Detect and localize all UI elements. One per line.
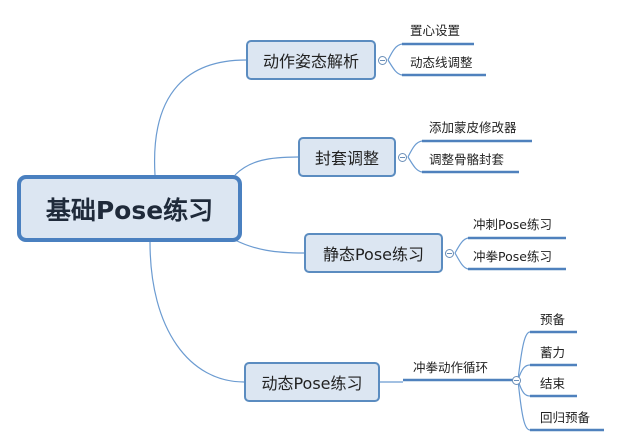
branch-label: 动作姿态解析 bbox=[262, 52, 359, 71]
connector-b3-c2 bbox=[454, 252, 469, 270]
collapse-minus-icon[interactable] bbox=[398, 153, 407, 162]
collapse-minus-icon[interactable] bbox=[512, 376, 521, 385]
connector-root-branch-4 bbox=[149, 241, 245, 383]
connector-b1-c2 bbox=[387, 59, 403, 76]
connector-b3-c1 bbox=[454, 237, 469, 254]
branch-node-2[interactable]: 封套调整 bbox=[298, 137, 396, 177]
leaf-node[interactable]: 添加蒙皮修改器 bbox=[429, 120, 517, 135]
root-label: 基础Pose练习 bbox=[45, 195, 214, 225]
branch-node-3[interactable]: 静态Pose练习 bbox=[304, 233, 443, 273]
leaf-node[interactable]: 冲刺Pose练习 bbox=[473, 217, 552, 232]
branch-label: 封套调整 bbox=[314, 149, 379, 168]
connector-root-branch-2 bbox=[234, 156, 299, 176]
sub-node[interactable]: 冲拳动作循环 bbox=[413, 360, 489, 375]
connector-root-branch-1 bbox=[154, 59, 247, 176]
leaf-node[interactable]: 动态线调整 bbox=[410, 55, 473, 70]
leaf-node[interactable]: 预备 bbox=[540, 312, 566, 327]
branch-node-1[interactable]: 动作姿态解析 bbox=[246, 40, 376, 80]
leaf-node[interactable]: 置心设置 bbox=[410, 23, 461, 38]
branch-node-4[interactable]: 动态Pose练习 bbox=[244, 362, 380, 402]
leaf-node[interactable]: 冲拳Pose练习 bbox=[473, 249, 552, 264]
connector-b2-c1 bbox=[407, 140, 423, 158]
branch-label: 动态Pose练习 bbox=[261, 374, 363, 393]
leaf-node[interactable]: 回归预备 bbox=[540, 410, 591, 425]
leaf-node[interactable]: 结束 bbox=[540, 376, 566, 391]
collapse-minus-icon[interactable] bbox=[445, 249, 454, 258]
collapse-minus-icon[interactable] bbox=[378, 56, 387, 65]
leaf-node[interactable]: 调整骨骼封套 bbox=[429, 152, 505, 167]
connector-b2-c2 bbox=[407, 156, 423, 173]
connector-b1-c1 bbox=[387, 43, 403, 61]
root-node[interactable]: 基础Pose练习 bbox=[17, 175, 242, 242]
connector-sub-c4 bbox=[517, 379, 531, 431]
branch-label: 静态Pose练习 bbox=[322, 245, 425, 264]
connector-root-branch-3 bbox=[234, 239, 305, 254]
connector-sub-c1 bbox=[517, 331, 531, 381]
leaf-node[interactable]: 蓄力 bbox=[540, 345, 566, 360]
